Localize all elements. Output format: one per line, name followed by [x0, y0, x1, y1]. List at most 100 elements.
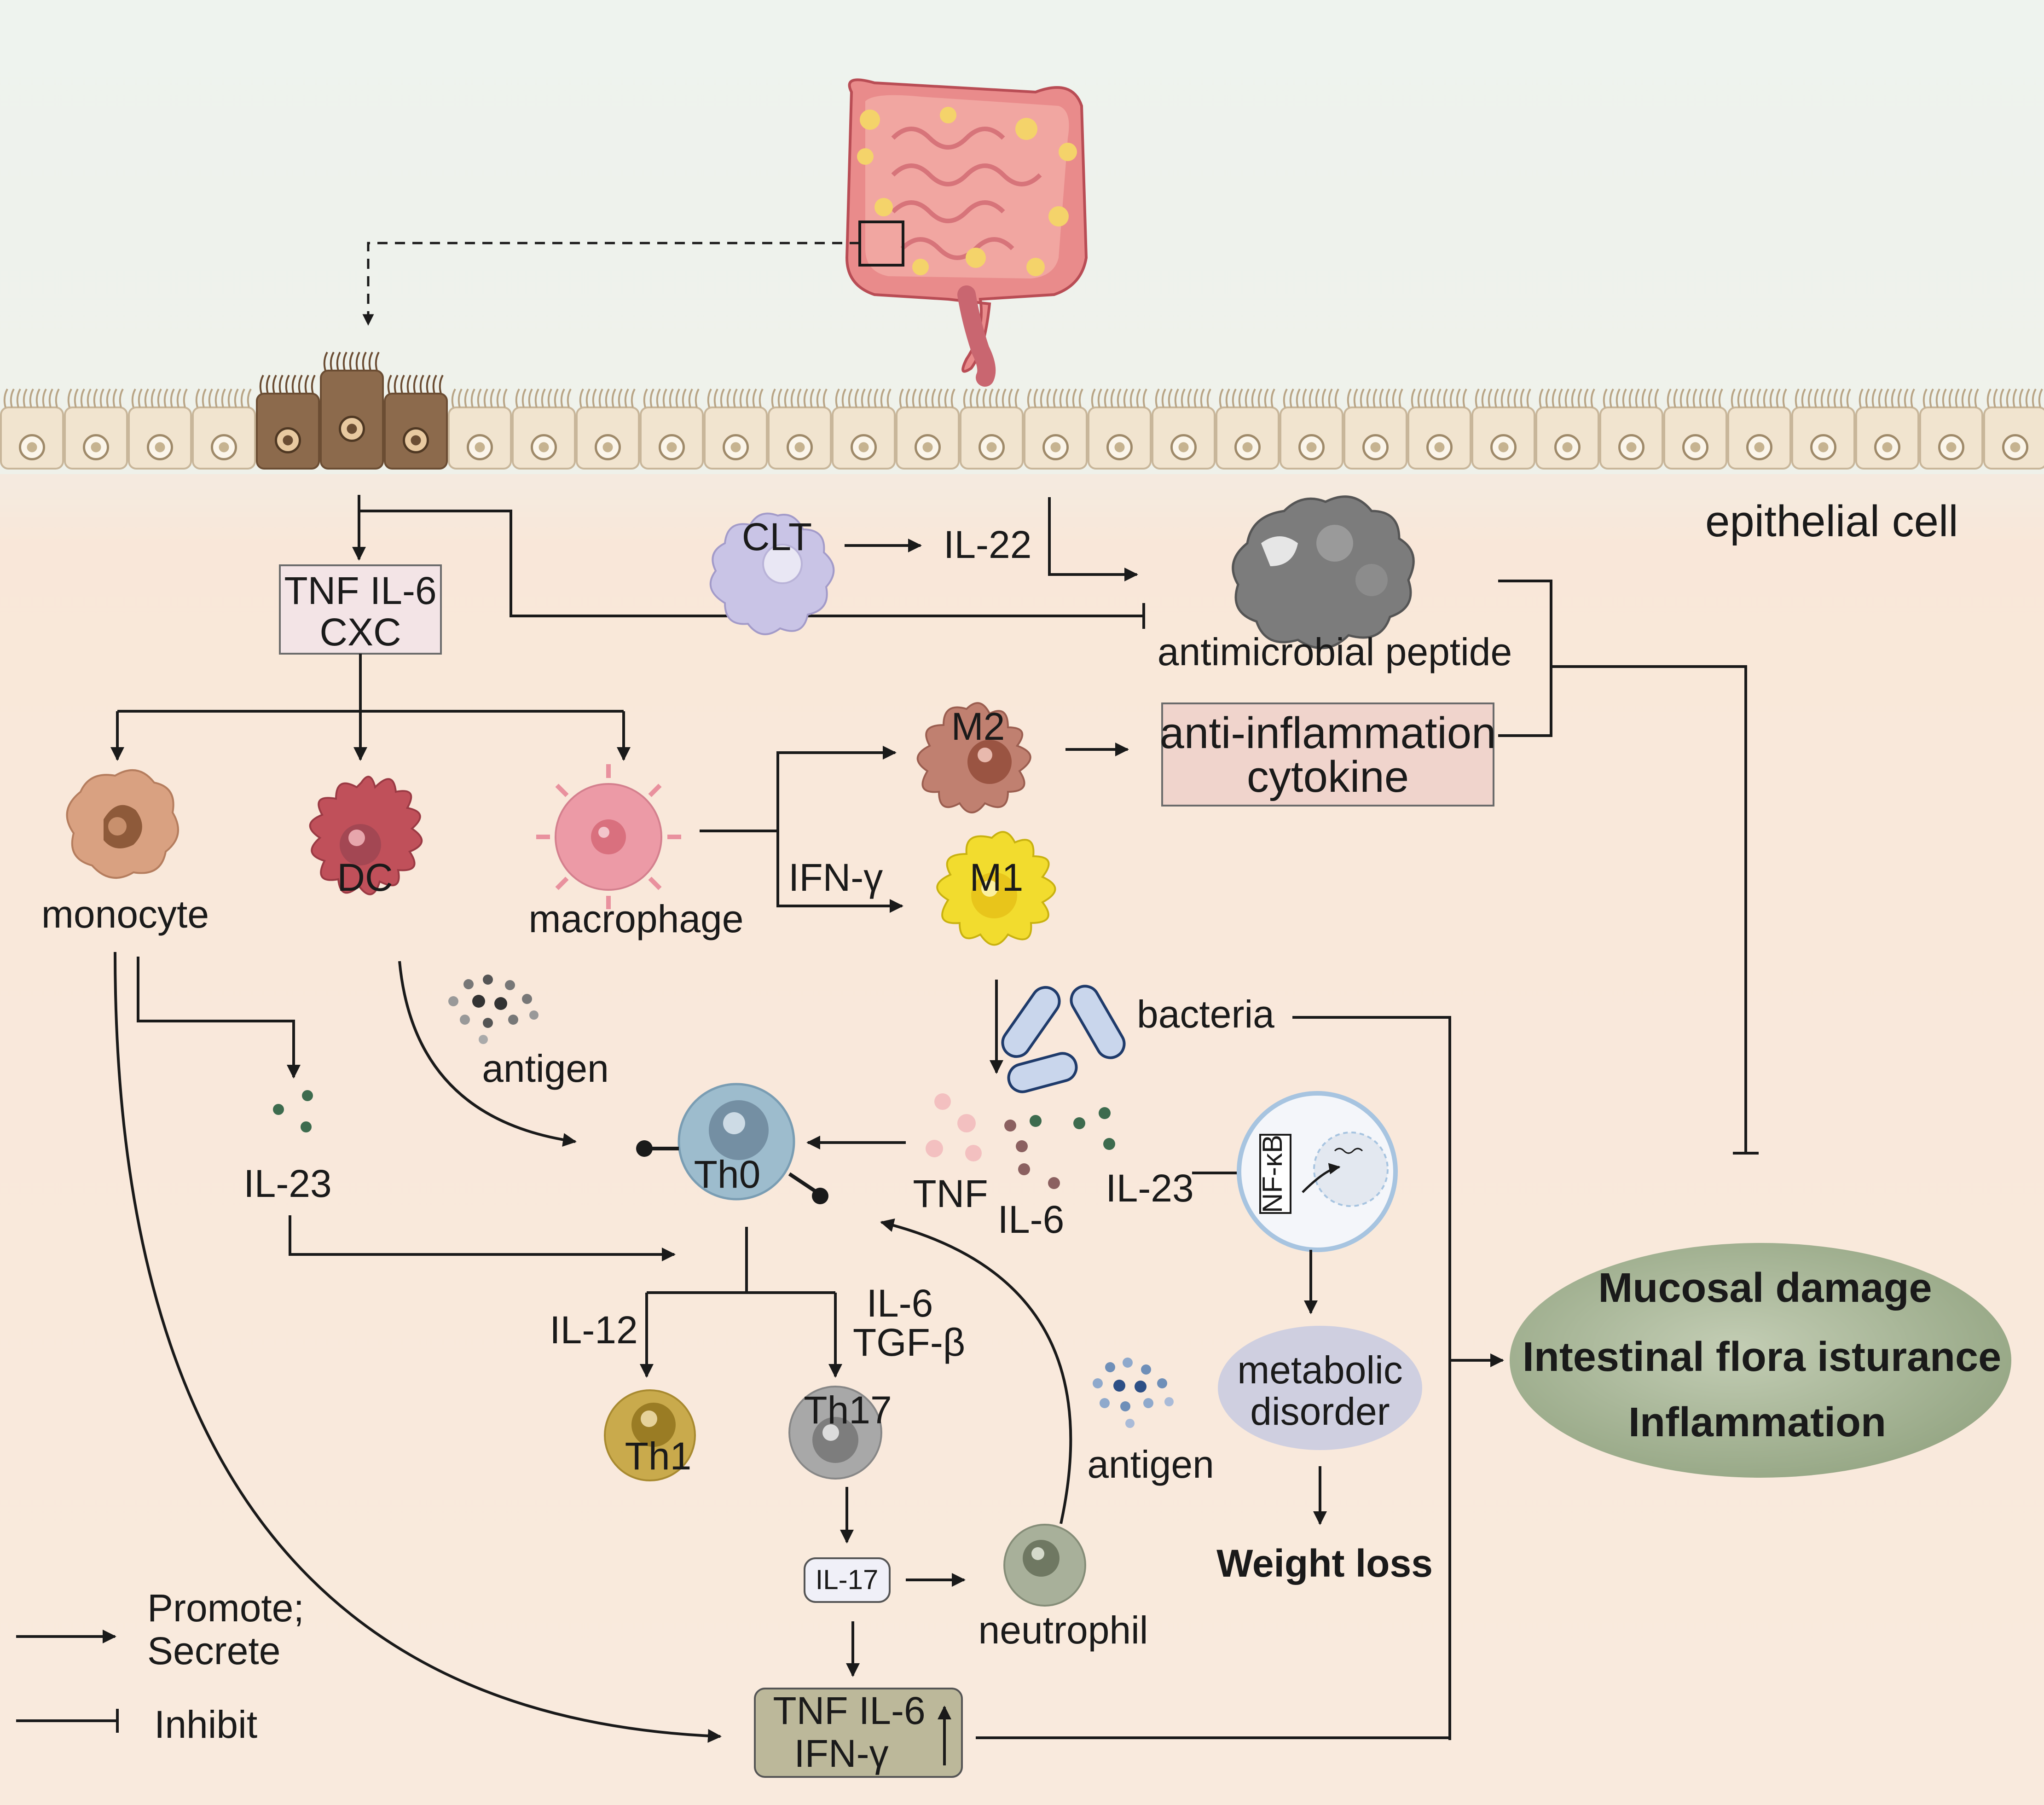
cell-nucleolus [730, 442, 741, 453]
bracket-protective [1498, 580, 1552, 737]
microvilli [1027, 389, 1083, 408]
microvilli [899, 389, 955, 408]
monocyte-label: monocyte [41, 893, 209, 936]
m2-cell [916, 702, 1031, 813]
outcome-line1: Mucosal damage [1598, 1265, 1932, 1311]
cell-nucleolus [1178, 442, 1189, 453]
neutrophil-label: neutrophil [979, 1608, 1148, 1652]
arrow-to-m1 [776, 831, 903, 913]
metabolic-ellipse [1218, 1326, 1422, 1450]
cell-nucleolus [219, 442, 229, 453]
arrow-monocyte-to-il23 [137, 957, 301, 1079]
outcome-ellipse [1510, 1243, 2011, 1478]
tissue-background [0, 474, 2044, 1805]
microvilli [1795, 389, 1851, 408]
il6-dots [1004, 1107, 1115, 1189]
monocyte-cell [66, 769, 179, 879]
microvilli [835, 389, 892, 408]
bottom-box-line1: TNF IL-6 [773, 1689, 925, 1732]
m1-cell [936, 831, 1056, 946]
cytokine-box-top-line1: TNF IL-6 [284, 569, 436, 612]
microvilli [323, 352, 380, 371]
microvilli [131, 389, 188, 408]
bacteria-illustration [1001, 985, 1126, 1093]
cell-nucleolus [922, 442, 933, 453]
il6-mid-label: IL-6 [998, 1198, 1065, 1241]
legend-inhibit-label: Inhibit [154, 1703, 257, 1746]
cell-nucleolus [91, 442, 101, 453]
th1-cell [604, 1389, 696, 1481]
cell-nucleolus [1498, 442, 1509, 453]
cell-nucleolus [2010, 442, 2021, 453]
cell-nucleolus [1754, 442, 1765, 453]
cell-nucleolus [1946, 442, 1957, 453]
microvilli [963, 389, 1019, 408]
legend-promote-line1: Promote; [147, 1586, 304, 1630]
legend-promote-line2: Secrete [147, 1629, 281, 1672]
microvilli [451, 389, 508, 408]
cell-nucleolus [539, 442, 549, 453]
cell-nucleolus [1370, 442, 1381, 453]
th17-label: Th17 [804, 1388, 892, 1432]
cell-nucleolus [794, 442, 805, 453]
cell-nucleolus [1626, 442, 1637, 453]
inhibit-antimicrobial-line [359, 510, 1144, 617]
microvilli [771, 389, 828, 408]
cytokine-box-top-line2: CXC [319, 610, 401, 654]
antimicrobial-peptide-blob [1232, 495, 1415, 650]
antigen-right-label: antigen [1087, 1443, 1214, 1486]
il23-dots-left [273, 1090, 313, 1132]
cytokine-box-top [279, 564, 442, 655]
cell-nucleolus [155, 442, 165, 453]
microvilli [643, 389, 700, 408]
microvilli [579, 389, 636, 408]
il23-mid-label: IL-23 [1106, 1167, 1193, 1210]
arrow-il23-to-th0 [289, 1215, 676, 1261]
cell-nucleolus [475, 442, 485, 453]
microvilli [1475, 389, 1531, 408]
microvilli [515, 389, 572, 408]
microvilli [1219, 389, 1275, 408]
anti-inflammation-box [1161, 702, 1494, 807]
microvilli [1347, 389, 1403, 408]
il22-label: IL-22 [944, 523, 1031, 566]
curve-monocyte-to-bottom-box [114, 952, 722, 1743]
cell-nucleolus [666, 442, 677, 453]
neutrophil-cell [1003, 1524, 1086, 1607]
il6-tgf-line1: IL-6 [867, 1282, 933, 1325]
microvilli [3, 389, 60, 408]
dc-cell [309, 776, 423, 895]
il6-tgf-line2: TGF-β [853, 1321, 965, 1364]
microvilli [1155, 389, 1211, 408]
microvilli [1986, 389, 2043, 408]
microvilli [1411, 389, 1467, 408]
intestine-illustration [845, 78, 1088, 387]
antimicrobial-peptide-label: antimicrobial peptide [1158, 630, 1512, 673]
cell-nucleolus [1242, 442, 1253, 453]
m1-label: M1 [970, 856, 1024, 899]
macrophage-label: macrophage [529, 897, 744, 940]
microvilli [67, 389, 124, 408]
tnf-dots [926, 1093, 982, 1161]
cell-nucleolus [1434, 442, 1445, 453]
metabolic-line2: disorder [1250, 1390, 1390, 1433]
microvilli [387, 375, 444, 394]
microvilli [195, 389, 252, 408]
microvilli [1283, 389, 1339, 408]
th1-label: Th1 [625, 1434, 692, 1478]
outcome-line3: Inflammation [1628, 1399, 1886, 1445]
bottom-box-line2: IFN-γ [794, 1732, 888, 1775]
microvilli [707, 389, 764, 408]
epithelial-cell-label: epithelial cell [1705, 497, 1958, 546]
cell-nucleolus [1114, 442, 1125, 453]
il17-label: IL-17 [816, 1564, 879, 1595]
nucleus-cell [1237, 1091, 1398, 1252]
cell-nucleolus [1818, 442, 1829, 453]
cell-nucleolus [27, 442, 37, 453]
microvilli [1603, 389, 1659, 408]
cell-nucleolus [411, 435, 421, 446]
outcome-line2: Intestinal flora isturance [1523, 1334, 2001, 1380]
weight-loss-label: Weight loss [1216, 1542, 1433, 1585]
antigen-dots-left [448, 975, 539, 1044]
